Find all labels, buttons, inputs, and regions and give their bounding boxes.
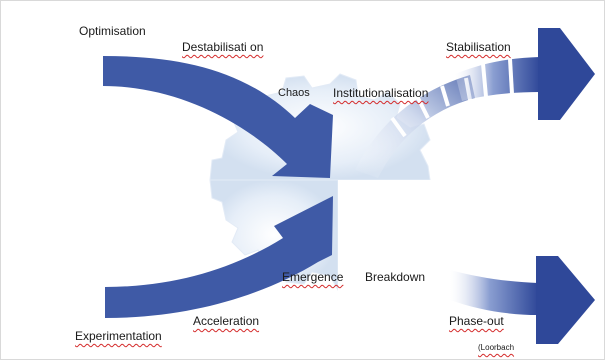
destabilisation-arrow[interactable] [103,56,333,178]
label-citation: (Loorbach [478,343,515,352]
label-optimisation: Optimisation [79,24,146,38]
label-acceleration: Acceleration [193,314,260,328]
label-breakdown: Breakdown [365,270,426,284]
label-emergence: Emergence [282,270,344,284]
label-institutionalisation: Institutionalisation [333,86,429,100]
stabilisation-arrow[interactable] [455,28,595,120]
phase-out-arrow[interactable] [450,256,595,344]
blank-panel [338,180,450,320]
label-stabilisation: Stabilisation [446,40,511,54]
acceleration-arrow[interactable] [105,196,333,318]
label-chaos: Chaos [278,87,310,99]
label-experimentation: Experimentation [75,329,162,343]
label-destabilisation: Destabilisati on [182,40,264,54]
label-phase-out: Phase-out [449,314,504,328]
